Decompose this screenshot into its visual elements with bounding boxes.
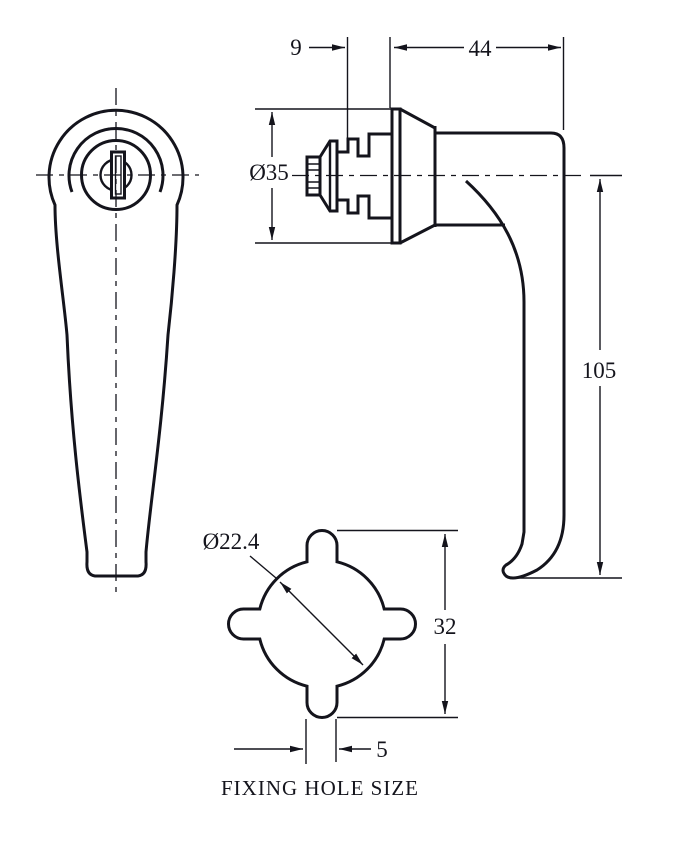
side-view: [292, 107, 586, 580]
dim-label-35: Ø35: [249, 160, 289, 185]
fixing-hole-view: Ø22.4 32 5 FIXING HOLE SIZE: [203, 529, 458, 800]
dia-leader-line: [249, 555, 277, 579]
handle-front-outline: [47, 108, 185, 578]
dim-label-5: 5: [376, 737, 388, 762]
dia-arrow-lower: [309, 611, 364, 666]
handle-lever-outline: [435, 131, 566, 580]
side-view-dimensions: 9 44 Ø35 105: [249, 35, 622, 579]
dim-label-105: 105: [582, 358, 617, 383]
stud-thread-lines: [307, 163, 320, 189]
dia-arrow-upper: [279, 581, 311, 613]
dim-label-44: 44: [469, 36, 493, 61]
dim-label-32: 32: [434, 614, 457, 639]
front-view: [36, 88, 199, 594]
bezel-cone: [399, 107, 437, 245]
dim-label-9: 9: [290, 35, 302, 60]
drawing-caption: FIXING HOLE SIZE: [221, 776, 419, 800]
dim-label-22-4: Ø22.4: [203, 529, 260, 554]
fixing-hole-outline: [227, 529, 417, 719]
